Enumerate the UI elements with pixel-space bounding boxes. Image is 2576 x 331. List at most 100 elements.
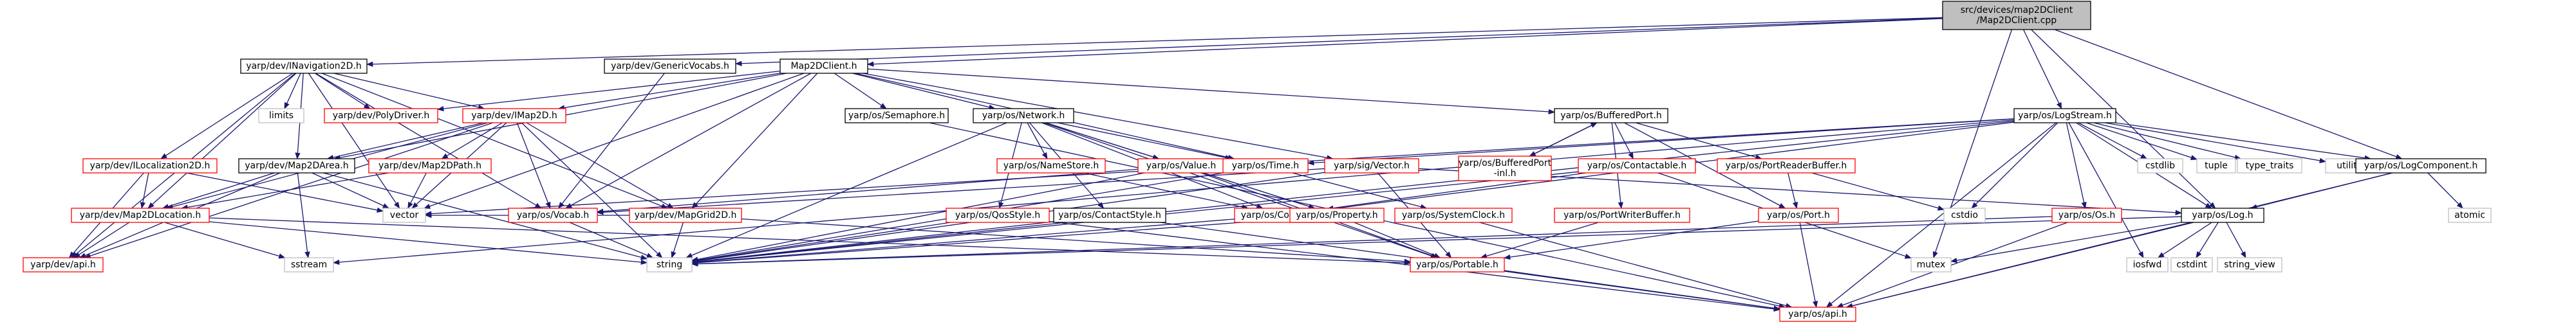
- edge-map2dlocation-to-portable: [209, 217, 1412, 266]
- edge-log-to-stringview: [2226, 222, 2246, 258]
- node-map2darea[interactable]: yarp/dev/Map2DArea.h: [238, 158, 355, 174]
- node-vector[interactable]: yarp/sig/Vector.h: [1324, 158, 1419, 174]
- node-portreaderbuf[interactable]: yarp/os/PortReaderBuffer.h: [1717, 158, 1856, 174]
- node-label: sstream: [291, 260, 327, 270]
- node-box: [646, 257, 693, 273]
- node-bufportinl[interactable]: yarp/os/BufferedPort-inl.h: [1458, 156, 1552, 181]
- edge-log-to-iosfwd: [2157, 222, 2212, 258]
- node-box: [2237, 158, 2302, 174]
- node-map2dpath[interactable]: yarp/dev/Map2DPath.h: [368, 158, 492, 174]
- edge-osh-to-string: [691, 216, 2053, 267]
- node-label: atomic: [2454, 210, 2485, 220]
- node-box: [1943, 208, 1986, 223]
- edge-log-to-cstdint: [2196, 222, 2219, 258]
- node-box: [2051, 208, 2122, 223]
- node-imap2d[interactable]: yarp/dev/IMap2D.h: [462, 108, 566, 123]
- edge-logstream-to-osh: [2066, 122, 2087, 210]
- node-label: yarp/os/Semaphore.h: [848, 111, 945, 121]
- node-box: [604, 58, 736, 74]
- node-network[interactable]: yarp/os/Network.h: [973, 108, 1074, 123]
- edge-imap2d-to-map2dpath: [441, 122, 503, 159]
- node-logcomponent[interactable]: yarp/os/LogComponent.h: [2355, 158, 2487, 174]
- node-label: string_view: [2224, 260, 2275, 270]
- node-box: [2355, 158, 2487, 174]
- node-box: [71, 208, 210, 223]
- node-logstream[interactable]: yarp/os/LogStream.h: [2013, 108, 2116, 123]
- edge-root-to-logcomponent: [2054, 29, 2403, 159]
- edge-m2dclient-to-vocab: [565, 73, 812, 209]
- node-time[interactable]: yarp/os/Time.h: [1222, 158, 1309, 174]
- node-ilocal2d[interactable]: yarp/dev/ILocalization2D.h: [82, 158, 218, 174]
- node-portwriterbuf[interactable]: yarp/os/PortWriterBuffer.h: [1554, 208, 1690, 223]
- edge-sysclock-to-osapi: [1479, 222, 1793, 309]
- node-polydriver[interactable]: yarp/dev/PolyDriver.h: [324, 108, 438, 123]
- node-portable[interactable]: yarp/os/Portable.h: [1410, 257, 1505, 273]
- node-property[interactable]: yarp/os/Property.h: [1289, 208, 1385, 223]
- node-label: cstdio: [1951, 210, 1978, 220]
- node-label: yarp/os/Log.h: [2192, 210, 2253, 220]
- node-bufport[interactable]: yarp/os/BufferedPort.h: [1554, 108, 1668, 123]
- edge-imap2d-to-vocab: [516, 122, 551, 209]
- edge-imap2d-to-string: [521, 122, 663, 258]
- node-vocab[interactable]: yarp/os/Vocab.h: [508, 208, 598, 223]
- node-label: yarp/dev/INavigation2D.h: [246, 61, 361, 71]
- node-m2dclient[interactable]: Map2DClient.h: [779, 58, 868, 74]
- node-namestore[interactable]: yarp/os/NameStore.h: [996, 158, 1106, 174]
- node-contactable[interactable]: yarp/os/Contactable.h: [1578, 158, 1696, 174]
- edge-property-to-string: [691, 218, 1291, 265]
- node-box: [2448, 208, 2492, 223]
- node-root[interactable]: src/devices/map2DClient/Map2DClient.cpp: [1942, 1, 2091, 30]
- edge-network-to-portable: [1043, 122, 1438, 258]
- edge-map2darea-to-vectorstd: [312, 172, 390, 209]
- node-box: [1578, 158, 1696, 174]
- edge-logstream-to-typetraits: [2093, 122, 2242, 160]
- nodes-layer: src/devices/map2DClient/Map2DClient.cpp y…: [23, 1, 2492, 322]
- node-tuple: tuple: [2196, 158, 2236, 174]
- node-sysclock[interactable]: yarp/os/SystemClock.h: [1394, 208, 1513, 223]
- edge-log-to-string: [691, 216, 2182, 267]
- edge-network-to-namestore: [1027, 122, 1048, 159]
- node-box: [973, 108, 1074, 123]
- edge-value-to-vocab: [596, 168, 1139, 214]
- edge-logstream-to-string: [691, 120, 2015, 265]
- edge-bufport-to-portreaderbuf: [1636, 122, 1762, 160]
- edge-map2darea-to-sstream: [297, 172, 310, 259]
- node-label: yarp/dev/ILocalization2D.h: [90, 161, 210, 171]
- edge-map2dpath-to-map2dlocation: [181, 172, 389, 210]
- edge-osh-to-osapi: [1836, 222, 2068, 308]
- node-contactstyle[interactable]: yarp/os/ContactStyle.h: [1053, 208, 1166, 223]
- edge-logstream-to-time: [1307, 118, 2015, 166]
- node-osh[interactable]: yarp/os/Os.h: [2051, 208, 2122, 223]
- edge-network-to-time: [1057, 122, 1232, 161]
- node-box: [2170, 257, 2213, 273]
- edge-namestore-to-contact: [1083, 172, 1249, 210]
- node-label: /Map2DClient.cpp: [1977, 15, 2057, 26]
- node-value[interactable]: yarp/os/Value.h: [1137, 158, 1225, 174]
- node-semaphore[interactable]: yarp/os/Semaphore.h: [845, 108, 949, 123]
- node-gvocabs[interactable]: yarp/dev/GenericVocabs.h: [604, 58, 736, 74]
- edge-m2dclient-to-semaphore: [834, 73, 887, 109]
- edge-map2dlocation-to-devapi: [73, 222, 130, 258]
- node-box: [368, 158, 492, 174]
- node-osapi[interactable]: yarp/os/api.h: [1779, 307, 1856, 322]
- edge-m2dclient-to-vector: [863, 73, 1334, 161]
- edge-root-to-m2dclient: [866, 18, 1943, 67]
- edge-inav2d-to-imap2d: [333, 73, 485, 110]
- edge-contactstyle-to-string: [691, 221, 1054, 265]
- node-box: [324, 108, 438, 123]
- edge-contact-to-string: [691, 219, 1235, 265]
- node-map2dlocation[interactable]: yarp/dev/Map2DLocation.h: [71, 208, 210, 223]
- node-mapgrid2d[interactable]: yarp/dev/MapGrid2D.h: [629, 208, 742, 223]
- node-devapi[interactable]: yarp/dev/api.h: [23, 257, 104, 273]
- node-log[interactable]: yarp/os/Log.h: [2181, 208, 2264, 223]
- edge-portable-to-osapi: [1504, 271, 1781, 311]
- node-label: -inl.h: [1493, 168, 1516, 179]
- node-port[interactable]: yarp/os/Port.h: [1758, 208, 1839, 223]
- edge-logstream-to-sstream: [332, 120, 2015, 265]
- node-box: [1289, 208, 1385, 223]
- node-inav2d[interactable]: yarp/dev/INavigation2D.h: [240, 58, 368, 74]
- edge-logstream-to-iosfwd: [2068, 122, 2144, 258]
- node-qosstyle[interactable]: yarp/os/QosStyle.h: [946, 208, 1050, 223]
- edge-value-to-string: [691, 172, 1145, 262]
